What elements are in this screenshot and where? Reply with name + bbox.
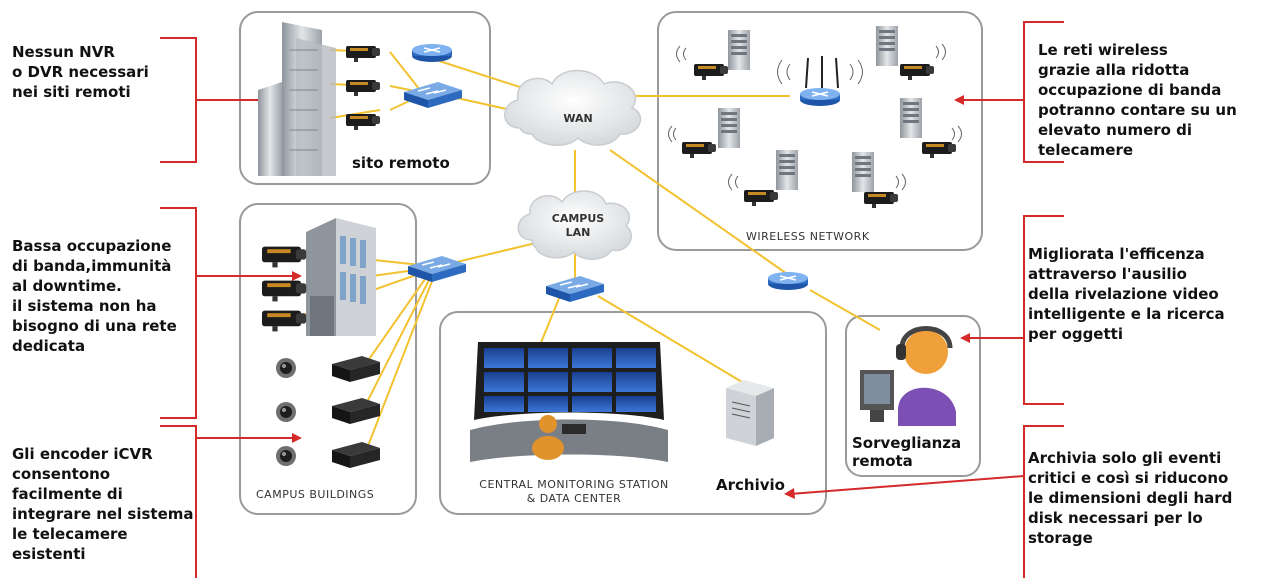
wireless-access-point	[799, 56, 841, 107]
video-wall	[470, 342, 668, 462]
note-encoder: Gli encoder iCVR consentono facilmente d…	[12, 445, 194, 563]
note-efficiency: Migliorata l'efficenza attraverso l'ausi…	[1028, 245, 1225, 343]
dome-camera-icon	[276, 402, 296, 422]
network-links	[299, 49, 881, 457]
sorveglianza-label: Sorveglianza remota	[852, 434, 962, 470]
router-icon	[767, 271, 809, 291]
central-monitoring-label: CENTRAL MONITORING STATION & DATA CENTER	[479, 478, 669, 505]
campus-office-building	[306, 218, 376, 336]
archivio-label: Archivio	[716, 476, 785, 494]
dome-camera-icon	[276, 358, 296, 378]
wan-cloud	[504, 69, 642, 146]
wireless-sites	[668, 26, 962, 208]
sito-remoto-label: sito remoto	[352, 154, 450, 172]
note-archive: Archivia solo gli eventi critici e così …	[1028, 449, 1233, 547]
dome-camera-icon	[276, 446, 296, 466]
campus-lan-label: CAMPUS LAN	[551, 212, 605, 239]
campus-lan-cloud	[517, 190, 632, 260]
archive-server-icon	[726, 380, 774, 446]
wan-label: WAN	[563, 112, 593, 125]
wireless-network-label: WIRELESS NETWORK	[746, 230, 870, 243]
note-wireless: Le reti wireless grazie alla ridotta occ…	[1038, 41, 1237, 159]
note-low-bandwidth: Bassa occupazione di banda,immunità al d…	[12, 237, 177, 355]
campus-buildings-label: CAMPUS BUILDINGS	[256, 488, 375, 501]
remote-site-building-icon	[258, 22, 336, 176]
router-icon	[411, 43, 453, 63]
remote-operator-icon	[860, 326, 956, 426]
wireless-network-box	[657, 11, 983, 251]
note-no-nvr: Nessun NVR o DVR necessari nei siti remo…	[12, 43, 149, 101]
switch-icon	[545, 275, 605, 303]
